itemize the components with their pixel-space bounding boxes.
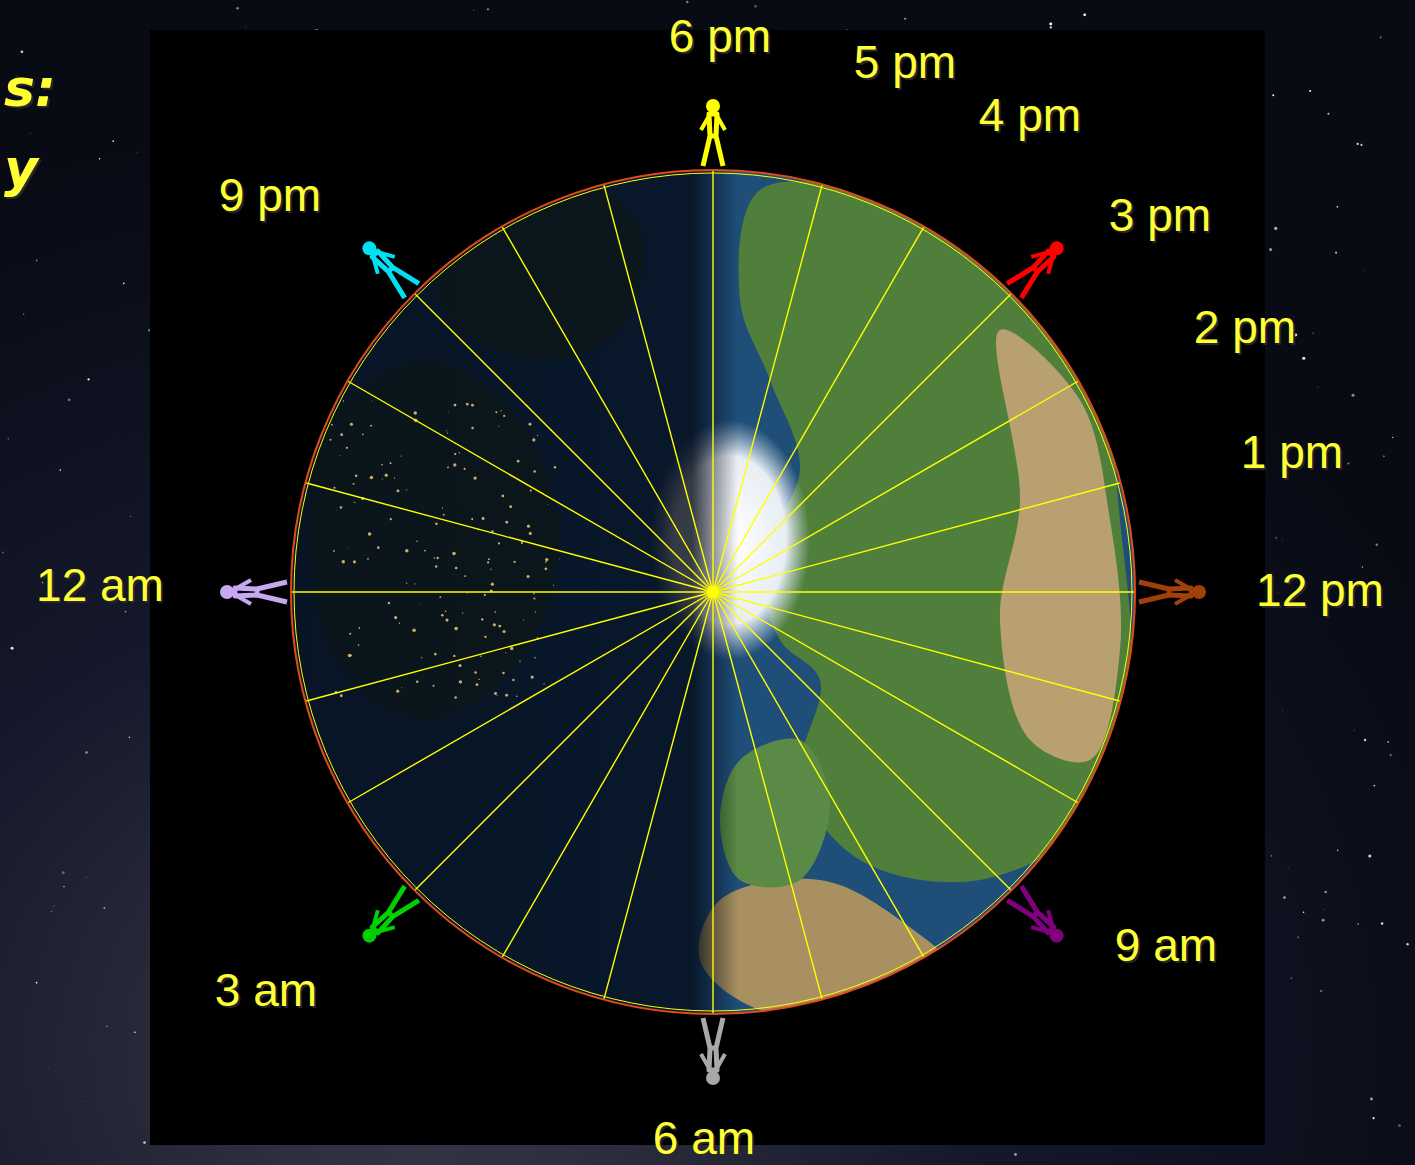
stick-figure bbox=[1006, 235, 1070, 299]
stick-figure bbox=[701, 1018, 725, 1085]
time-label: 3 am bbox=[215, 967, 317, 1013]
time-label: 4 pm bbox=[979, 92, 1081, 138]
cut-heading-text: y bbox=[4, 142, 38, 194]
time-label: 5 pm bbox=[854, 39, 956, 85]
black-panel bbox=[150, 30, 1265, 1145]
observers bbox=[220, 99, 1206, 1085]
stick-figure bbox=[356, 885, 420, 949]
stick-figure bbox=[1006, 885, 1070, 949]
time-label: 9 am bbox=[1115, 922, 1217, 968]
stick-figure bbox=[1139, 580, 1206, 604]
north-pole bbox=[707, 586, 719, 598]
earth-outline bbox=[291, 170, 1135, 1014]
stick-figure bbox=[701, 99, 725, 166]
time-label: 6 am bbox=[653, 1115, 755, 1161]
cut-heading-text: s: bbox=[4, 62, 56, 114]
night-side bbox=[281, 160, 738, 1024]
time-label: 6 pm bbox=[669, 13, 771, 59]
time-label: 1 pm bbox=[1241, 429, 1343, 475]
city-lights bbox=[329, 400, 559, 698]
time-label: 3 pm bbox=[1109, 192, 1211, 238]
earth-globe bbox=[281, 160, 1135, 1024]
time-label: 12 am bbox=[36, 562, 164, 608]
meridian-lines bbox=[291, 170, 1135, 1014]
time-label: 2 pm bbox=[1194, 304, 1296, 350]
stick-figure bbox=[356, 235, 420, 299]
stick-figure bbox=[220, 580, 287, 604]
time-label: 9 pm bbox=[219, 172, 321, 218]
time-label: 12 pm bbox=[1256, 567, 1384, 613]
